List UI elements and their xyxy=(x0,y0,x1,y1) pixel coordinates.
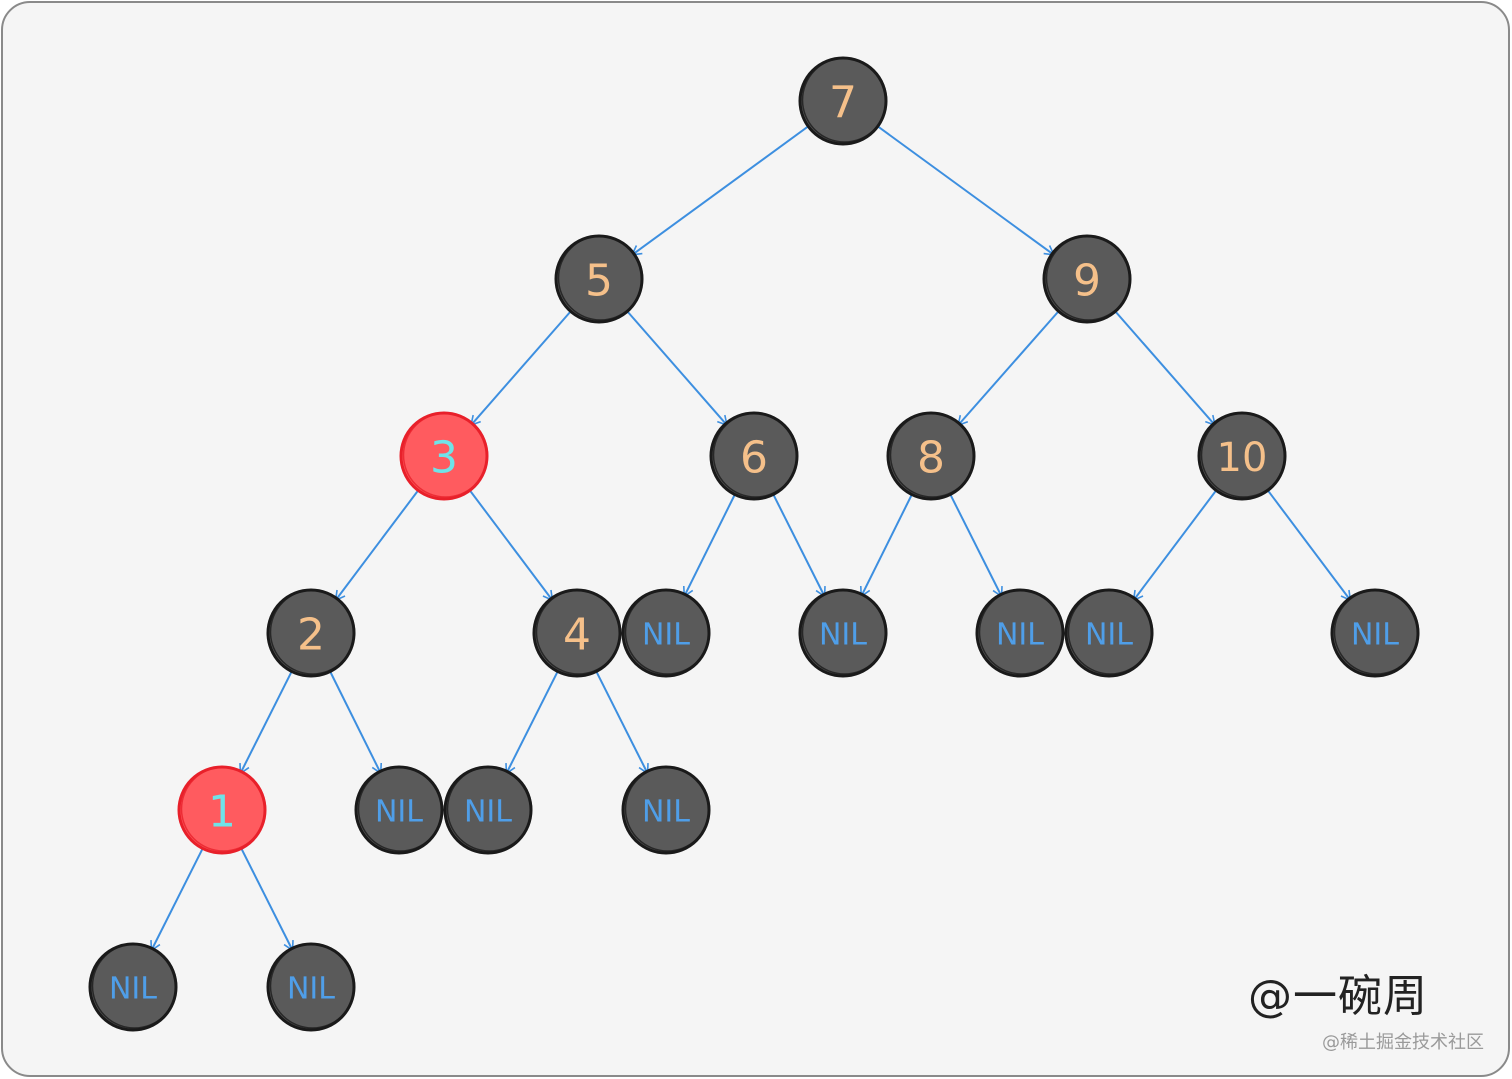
node-label: NIL xyxy=(819,618,867,653)
tree-node-7: 7 xyxy=(798,56,888,146)
node-sketch-outline xyxy=(357,766,444,852)
node-label: 2 xyxy=(297,610,325,661)
nil-leaf-node: NIL xyxy=(354,765,444,855)
node-sketch-outline xyxy=(1200,412,1287,498)
edge-n8-nil68 xyxy=(859,494,913,598)
node-label: 4 xyxy=(563,610,591,661)
tree-node-3: 3 xyxy=(399,411,489,501)
node-sketch-outline xyxy=(1067,589,1154,675)
node-sketch-outline xyxy=(269,589,356,675)
edge-n6-nil68 xyxy=(772,493,826,598)
node-sketch-outline xyxy=(91,943,178,1029)
tree-node-2: 2 xyxy=(266,588,356,678)
edge-n9-n8 xyxy=(957,310,1060,427)
nil-leaf-node: NIL xyxy=(975,588,1065,678)
node-label: NIL xyxy=(1085,618,1133,653)
edge-n1-nil1l xyxy=(150,847,204,952)
node-label: NIL xyxy=(109,972,157,1007)
node-sketch-outline xyxy=(535,589,622,675)
tree-node-8: 8 xyxy=(886,411,976,501)
node-label: 9 xyxy=(1073,256,1101,307)
node-label: NIL xyxy=(996,618,1044,653)
node-label: 5 xyxy=(585,256,613,307)
edge-n2-n1 xyxy=(239,670,293,775)
edge-n8-nil8r xyxy=(949,493,1003,598)
node-sketch-outline xyxy=(1045,235,1132,321)
node-label: NIL xyxy=(464,795,512,830)
edge-n5-n3 xyxy=(469,310,572,427)
edge-n3-n2 xyxy=(334,489,419,602)
node-label: 1 xyxy=(208,787,236,838)
node-sketch-outline xyxy=(712,412,799,498)
edge-n5-n6 xyxy=(626,310,729,427)
nil-leaf-node: NIL xyxy=(798,588,888,678)
node-sketch-outline xyxy=(978,589,1065,675)
node-label: 8 xyxy=(917,433,945,484)
node-sketch-outline xyxy=(557,235,644,321)
node-sketch-outline xyxy=(446,766,533,852)
node-label: NIL xyxy=(375,795,423,830)
edge-n4-nil4r xyxy=(595,670,649,775)
nil-leaf-node: NIL xyxy=(88,942,178,1032)
node-sketch-outline xyxy=(801,57,888,143)
edge-n7-n5 xyxy=(630,125,809,256)
nil-leaf-node: NIL xyxy=(266,942,356,1032)
site-watermark: @稀土掘金技术社区 xyxy=(1322,1032,1484,1053)
node-sketch-outline xyxy=(889,412,976,498)
node-label: 10 xyxy=(1217,435,1268,481)
node-sketch-outline xyxy=(624,589,711,675)
node-label: NIL xyxy=(642,618,690,653)
nil-leaf-node: NIL xyxy=(1064,588,1154,678)
node-sketch-outline xyxy=(1333,589,1420,675)
edge-n6-nil6l xyxy=(682,494,736,598)
tree-node-1: 1 xyxy=(177,765,267,855)
node-label: 6 xyxy=(740,433,768,484)
node-sketch-outline xyxy=(269,943,356,1029)
edges-layer xyxy=(150,125,1352,952)
nil-leaf-node: NIL xyxy=(621,588,711,678)
node-sketch-outline xyxy=(180,766,267,852)
node-sketch-outline xyxy=(402,412,489,498)
edge-n1-nil1r xyxy=(240,847,294,952)
edge-n7-n9 xyxy=(877,125,1056,256)
edge-n4-nil4l xyxy=(505,670,559,775)
tree-node-4: 4 xyxy=(532,588,622,678)
node-label: NIL xyxy=(287,972,335,1007)
node-sketch-outline xyxy=(801,589,888,675)
nil-leaf-node: NIL xyxy=(621,765,711,855)
edge-n10-nil10l xyxy=(1132,489,1217,602)
edge-n3-n4 xyxy=(469,489,554,602)
nil-leaf-node: NIL xyxy=(443,765,533,855)
tree-node-9: 9 xyxy=(1042,234,1132,324)
edge-n2-nil2r xyxy=(329,671,383,775)
edge-n9-n10 xyxy=(1114,310,1217,427)
tree-node-10: 10 xyxy=(1197,411,1287,501)
node-label: 3 xyxy=(430,433,458,484)
edge-n10-nil10r xyxy=(1267,489,1352,602)
node-label: 7 xyxy=(829,78,857,129)
tree-node-5: 5 xyxy=(554,234,644,324)
node-label: NIL xyxy=(1351,618,1399,653)
author-watermark: @一碗周 xyxy=(1248,971,1428,1022)
tree-node-6: 6 xyxy=(709,411,799,501)
node-label: NIL xyxy=(642,795,690,830)
node-sketch-outline xyxy=(624,766,711,852)
nil-leaf-node: NIL xyxy=(1330,588,1420,678)
